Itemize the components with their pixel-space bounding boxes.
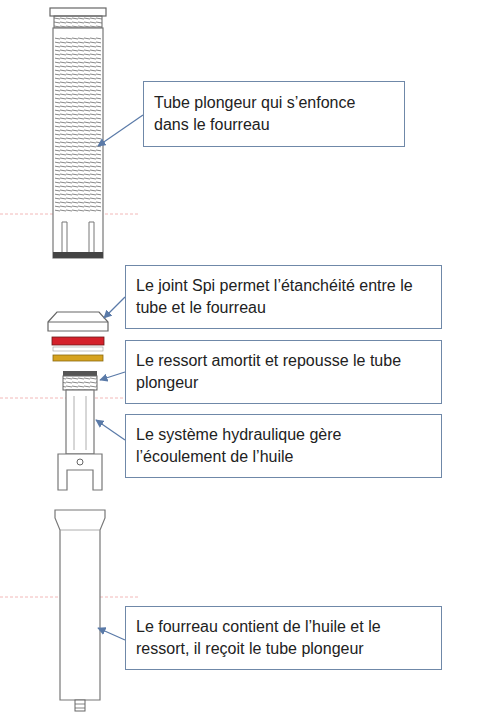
fourreau [55, 510, 105, 711]
callout-box: Tube plongeur qui s’enfonce dans le four… [143, 81, 405, 147]
callout-box: Le ressort amortit et repousse le tube p… [125, 340, 442, 404]
leader-line [98, 628, 125, 640]
callout-text: Le fourreau contient de l’huile et le re… [136, 616, 431, 659]
tube-plongeur [50, 8, 106, 258]
leader-line [98, 115, 143, 146]
callout-box: Le système hydraulique gère l’écoulement… [125, 414, 442, 478]
leader-line [100, 372, 125, 380]
leader-line [104, 297, 125, 318]
callout-text: Le système hydraulique gère l’écoulement… [136, 424, 431, 467]
callout-box: Le joint Spi permet l’étanchéité entre l… [125, 265, 442, 329]
joint-spi [48, 312, 108, 361]
cartouche-hydraulique [58, 371, 102, 490]
leader-line [96, 420, 125, 440]
callout-text: Tube plongeur qui s’enfonce dans le four… [154, 92, 394, 135]
callout-box: Le fourreau contient de l’huile et le re… [125, 606, 442, 670]
callout-text: Le joint Spi permet l’étanchéité entre l… [136, 275, 431, 318]
callout-text: Le ressort amortit et repousse le tube p… [136, 350, 431, 393]
